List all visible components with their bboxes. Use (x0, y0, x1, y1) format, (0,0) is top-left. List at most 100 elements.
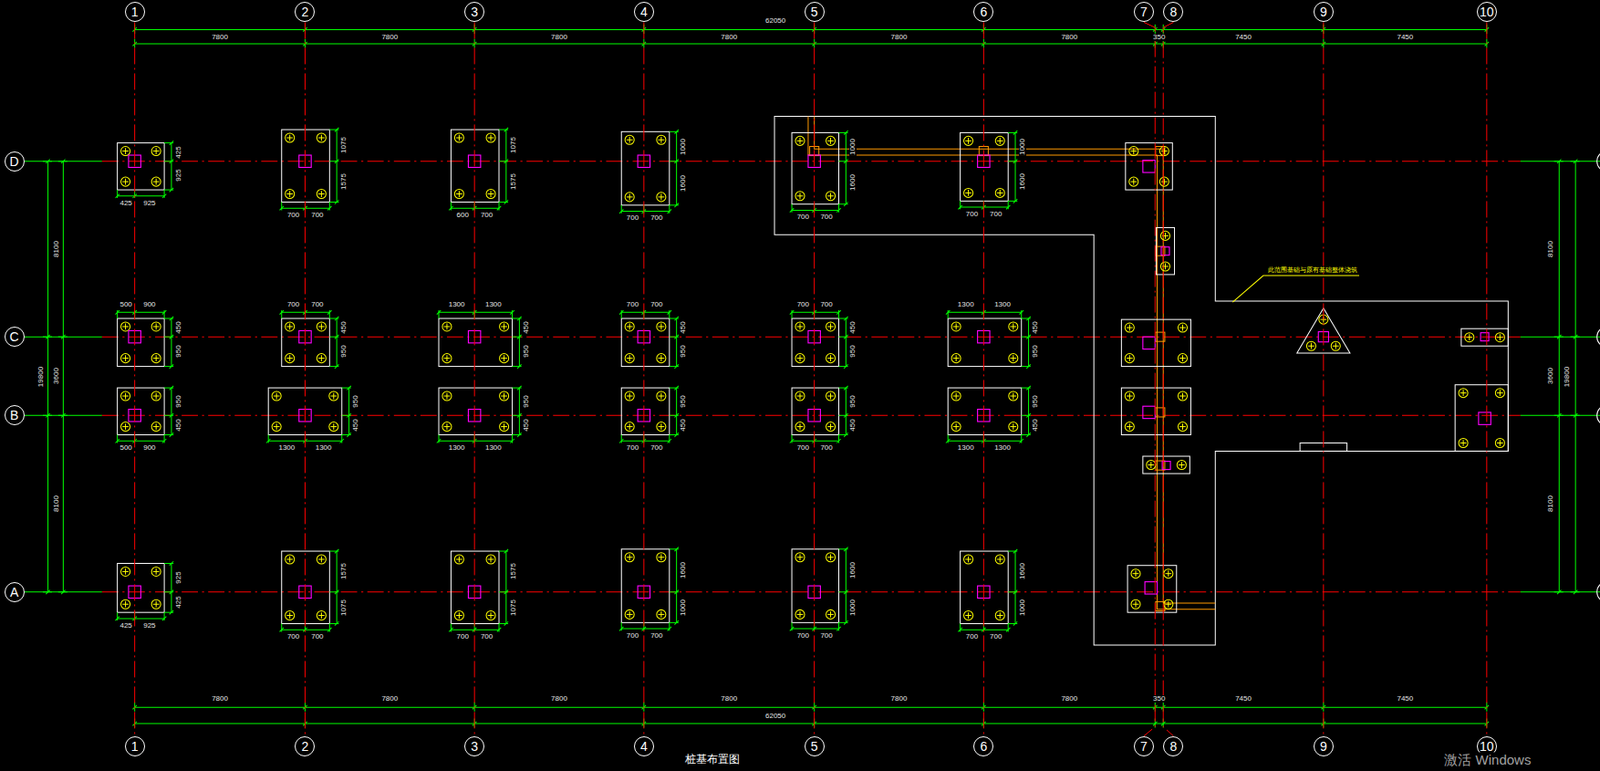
pile-cross (830, 611, 832, 618)
pile-symbol (486, 554, 496, 564)
dimension-text: 600 (456, 211, 470, 219)
pile-cross (332, 393, 334, 400)
dimension-tick (162, 438, 167, 443)
dimension-text: 450 (340, 320, 348, 334)
pile-cross (799, 192, 800, 199)
plan-drawing (24, 24, 1600, 728)
dimension-line (336, 550, 338, 624)
pile-cap (1461, 328, 1508, 346)
dimension-tick (334, 549, 339, 553)
dimension-text: 425 (118, 622, 133, 630)
dimension-line (62, 161, 64, 593)
pile-symbol (121, 391, 131, 401)
dimension-text: 350 (1152, 695, 1166, 703)
dimension-tick (957, 205, 962, 209)
dimension-text: 950 (175, 394, 183, 408)
pile-cross (446, 423, 447, 430)
grid-bubble: 8 (1163, 1, 1184, 22)
column-mark (1142, 405, 1155, 418)
pile-symbol (1131, 599, 1141, 609)
dimension-text: 3600 (1547, 366, 1555, 385)
pile-symbol (795, 552, 805, 562)
grid-label: B (10, 408, 19, 422)
dimension-tick (1006, 205, 1010, 209)
grid-label: 2 (301, 5, 310, 19)
pile-cross (799, 611, 800, 618)
pile-cross (799, 393, 800, 400)
dimension-text: 1575 (340, 562, 348, 582)
dimension-text: 700 (286, 301, 301, 309)
pile-symbol (1464, 332, 1475, 343)
grid-bubble-partial (1597, 151, 1600, 172)
dimension-tick (836, 207, 841, 212)
dimension-text: 450 (175, 320, 183, 334)
pile-cross (446, 354, 447, 362)
pile-symbol (316, 610, 326, 620)
pile-cross (1167, 570, 1169, 577)
dimension-tick (334, 159, 339, 164)
pile-cross (629, 553, 631, 561)
pile-symbol (656, 135, 666, 145)
dimension-tick (1573, 413, 1578, 417)
dimension-tick (619, 208, 624, 213)
pile-cross (1468, 333, 1470, 341)
dimension-tick (334, 316, 339, 321)
dimension-text: 7800 (1059, 695, 1079, 703)
dimension-text: 1300 (956, 301, 976, 309)
dimension-tick (504, 590, 509, 594)
dimension-line (117, 311, 165, 313)
grid-line (1322, 21, 1324, 736)
dimension-tick (674, 203, 678, 208)
dimension-tick (674, 129, 678, 134)
dimension-tick (114, 194, 119, 198)
dimension-text: 1575 (340, 172, 348, 191)
grid-bubble: 3 (464, 736, 485, 757)
pile-cross (1499, 439, 1501, 447)
dimension-text: 1600 (849, 561, 857, 580)
pile-symbol (285, 554, 295, 564)
grid-line (134, 21, 136, 736)
pile-cross (660, 423, 662, 430)
dimension-text: 1000 (1018, 137, 1027, 156)
pile-cap (117, 562, 165, 613)
dimension-text: 62050 (764, 712, 787, 720)
pile-cross (1463, 439, 1465, 447)
grid-bubble: 1 (124, 736, 146, 757)
pile-symbol (995, 135, 1005, 146)
dimension-text: 1600 (1018, 562, 1027, 582)
dimension-tick (169, 187, 174, 192)
dimension-text: 7800 (719, 33, 738, 42)
grid-label: D (10, 155, 20, 168)
pile-cross (999, 556, 1001, 563)
pile-symbol (151, 566, 161, 576)
dimension-tick (504, 621, 509, 625)
pile-cross (1164, 263, 1166, 271)
grid-label: 2 (301, 739, 310, 753)
dimension-line (845, 318, 847, 367)
dimension-text: 450 (679, 417, 687, 432)
pile-cross (321, 556, 323, 563)
dimension-text: 1000 (679, 137, 687, 156)
pile-cross (503, 423, 505, 430)
dimension-text: 950 (849, 394, 857, 408)
dimension-tick (836, 626, 841, 631)
dimension-line (170, 562, 172, 613)
pile-symbol (995, 610, 1005, 620)
pile-cross (458, 556, 460, 563)
dimension-tick (667, 310, 672, 314)
pile-symbol (316, 353, 326, 364)
dimension-line (47, 161, 49, 593)
pile-cap (947, 387, 1022, 435)
dimension-text: 450 (522, 417, 530, 432)
pile-symbol (656, 609, 666, 619)
pile-cross (967, 612, 969, 619)
dimension-tick (619, 626, 624, 631)
pile-cross (799, 323, 800, 331)
pile-cross (1129, 393, 1131, 400)
pile-cross (967, 189, 969, 197)
pile-symbol (1124, 322, 1134, 333)
pile-cross (660, 136, 662, 144)
pile-cross (458, 135, 460, 142)
dimension-tick (674, 159, 678, 164)
